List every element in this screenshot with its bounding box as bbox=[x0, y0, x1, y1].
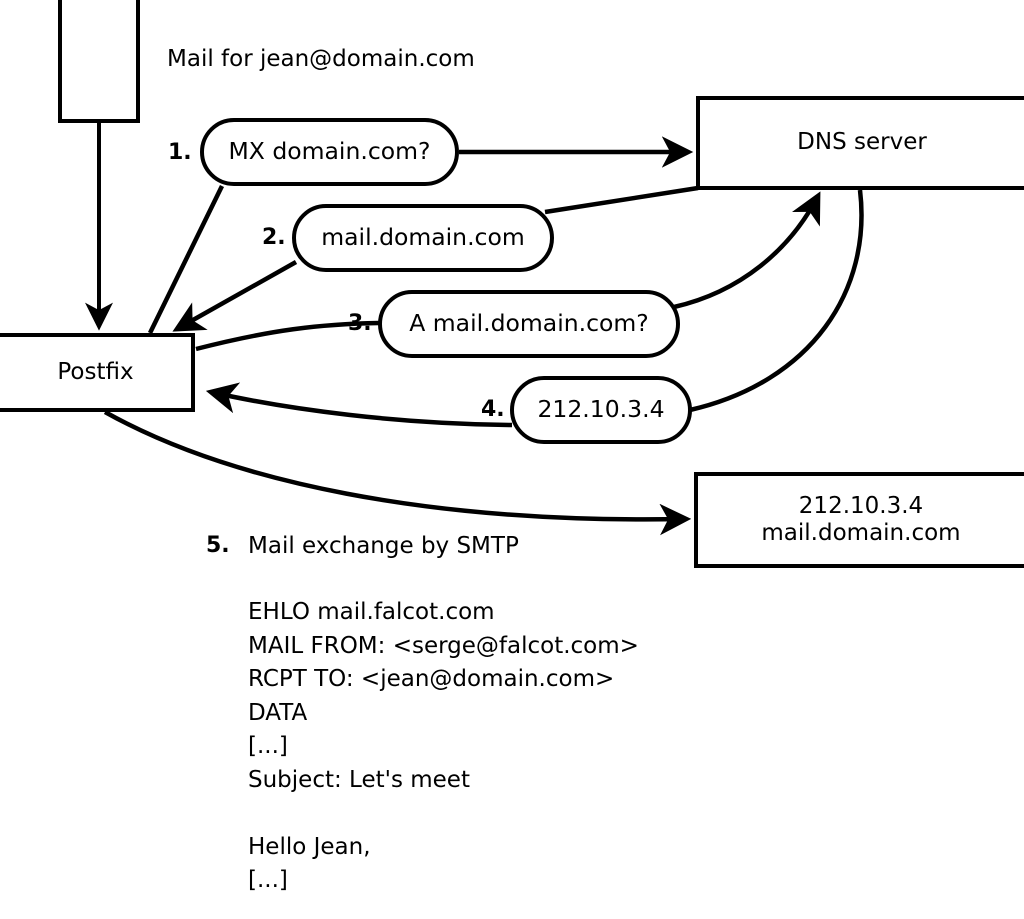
target-server-label: 212.10.3.4 mail.domain.com bbox=[761, 492, 961, 546]
step-4-label: 212.10.3.4 bbox=[537, 395, 665, 424]
postfix-label: Postfix bbox=[57, 358, 134, 385]
step-2-number: 2. bbox=[262, 225, 286, 250]
connector-postfix-to-step1 bbox=[147, 185, 225, 334]
smtp-transcript: EHLO mail.falcot.com MAIL FROM: <serge@f… bbox=[248, 599, 639, 893]
step-1-number: 1. bbox=[168, 140, 192, 165]
target-server-node[interactable]: 212.10.3.4 mail.domain.com bbox=[694, 472, 1024, 568]
step-5-label: Mail exchange by SMTP bbox=[248, 533, 519, 559]
connector-dns-to-step4 bbox=[689, 189, 864, 413]
step-1-pill[interactable]: MX domain.com? bbox=[200, 118, 459, 186]
step-3-label: A mail.domain.com? bbox=[409, 309, 649, 338]
step-4-number: 4. bbox=[481, 397, 505, 422]
step-2-pill[interactable]: mail.domain.com bbox=[292, 204, 554, 272]
connector-step3-to-dns bbox=[673, 191, 821, 310]
step-3-pill[interactable]: A mail.domain.com? bbox=[378, 290, 680, 358]
connector-postfix-to-step3 bbox=[195, 320, 380, 352]
step-4-pill[interactable]: 212.10.3.4 bbox=[510, 376, 692, 444]
mail-for-caption: Mail for jean@domain.com bbox=[167, 46, 475, 72]
connector-postfix-to-target bbox=[103, 410, 692, 536]
connector-dns-to-step2 bbox=[544, 185, 699, 215]
step-2-label: mail.domain.com bbox=[321, 223, 525, 252]
client-box[interactable] bbox=[58, 0, 140, 123]
connector-step2-to-postfix bbox=[172, 260, 298, 332]
postfix-node[interactable]: Postfix bbox=[0, 333, 195, 412]
dns-server-label: DNS server bbox=[797, 129, 927, 156]
step-1-label: MX domain.com? bbox=[228, 137, 431, 166]
connector-step4-to-postfix bbox=[205, 382, 513, 428]
step-5-number: 5. bbox=[206, 533, 230, 558]
dns-server-node[interactable]: DNS server bbox=[696, 96, 1024, 190]
step-3-number: 3. bbox=[348, 311, 372, 336]
